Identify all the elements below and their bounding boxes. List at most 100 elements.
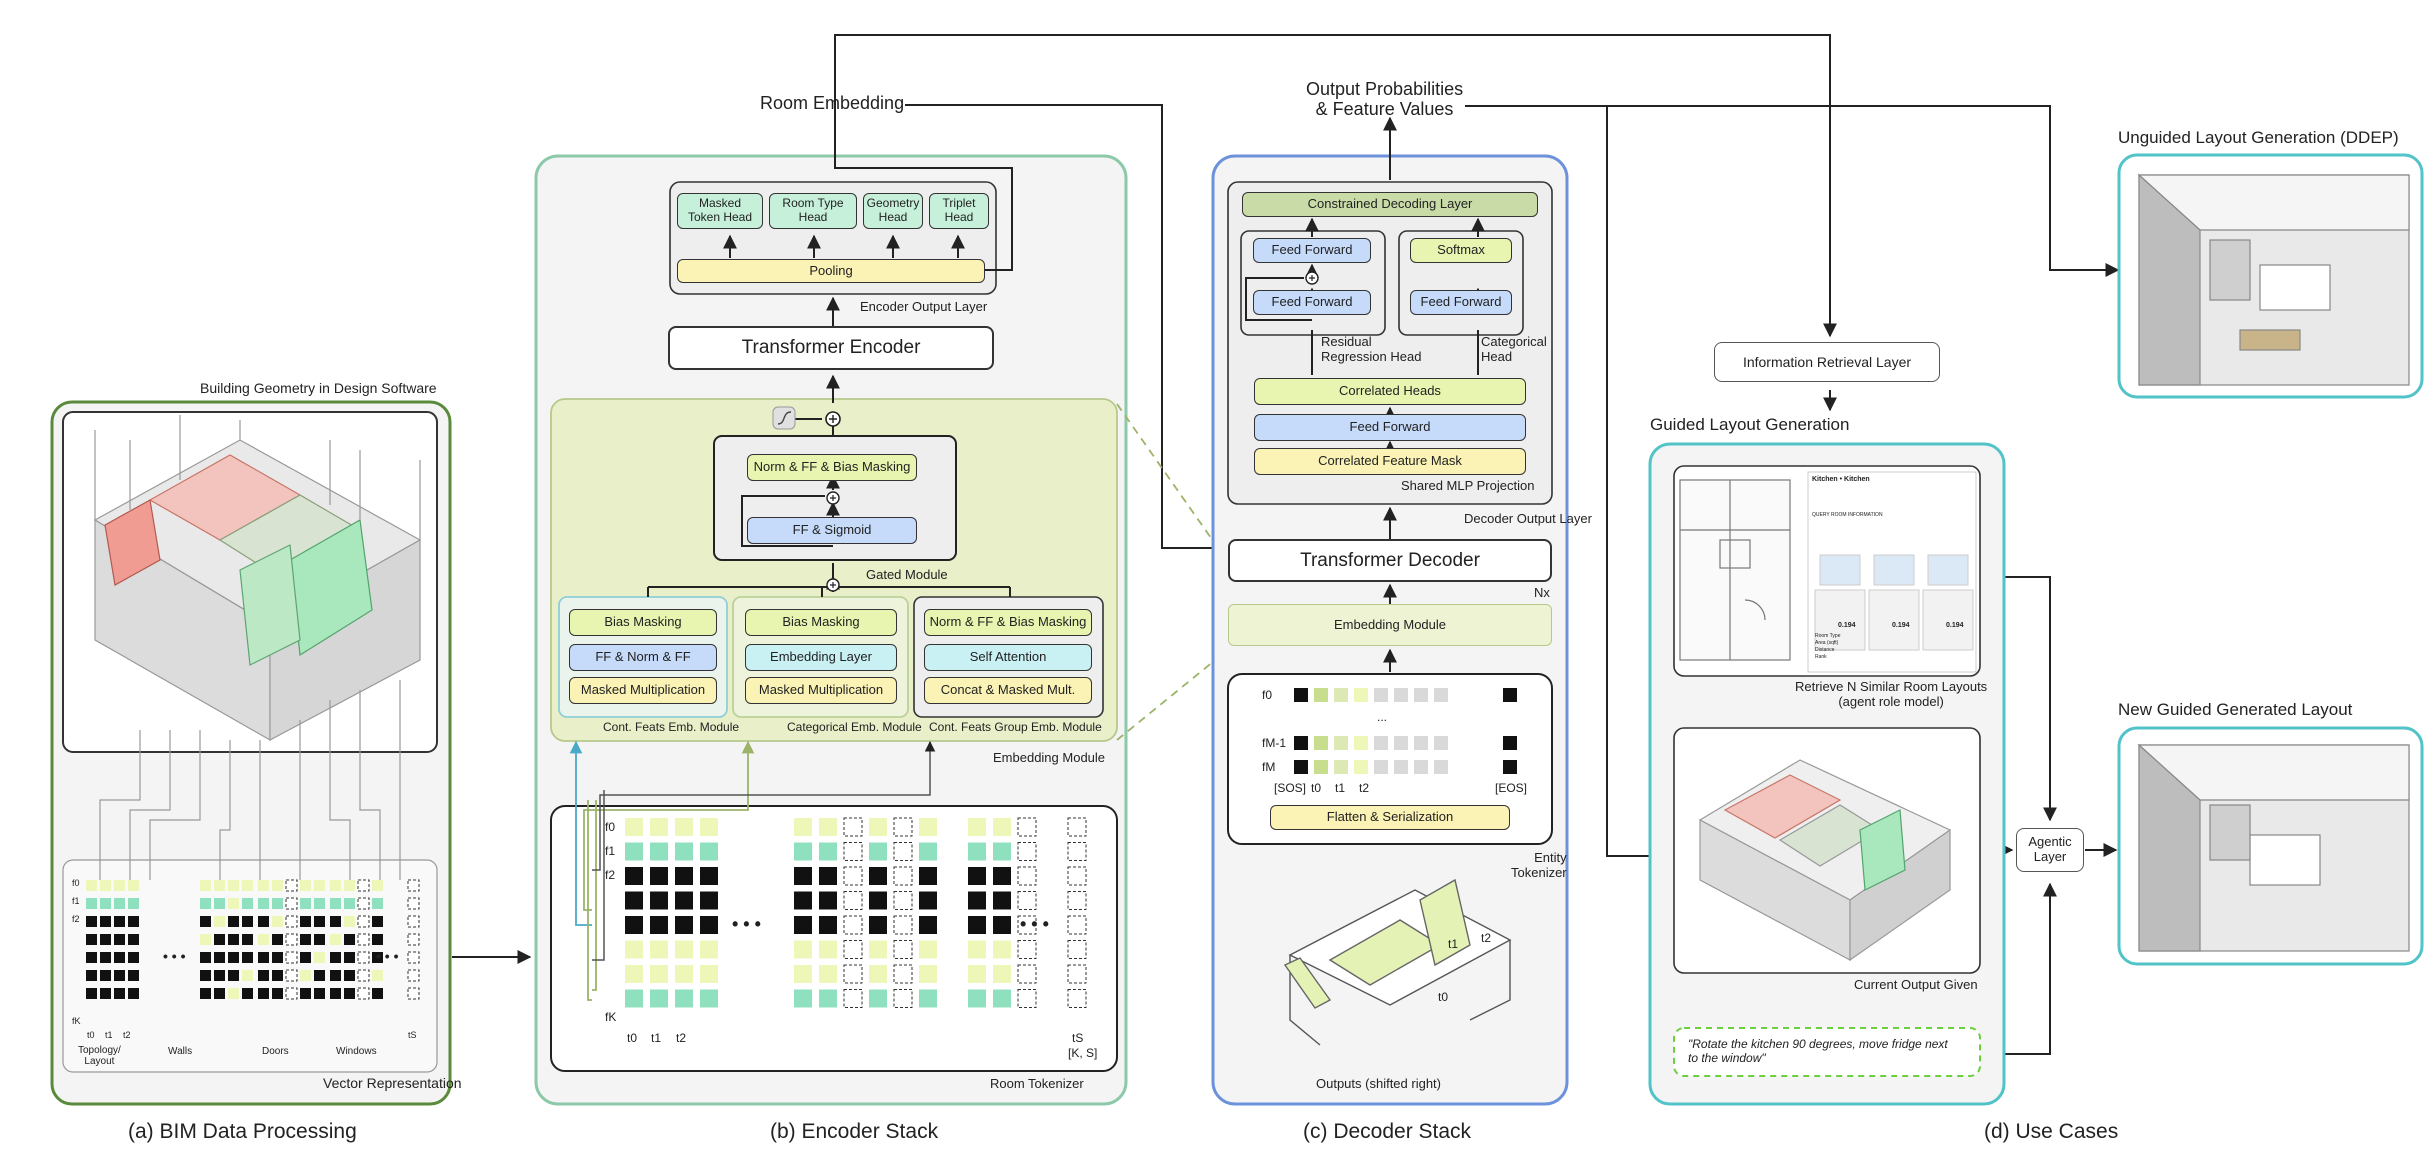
token-cell	[675, 891, 693, 910]
vector-cell	[407, 933, 420, 946]
prompt-box	[1673, 1027, 1981, 1077]
token-cell	[1067, 817, 1087, 837]
vector-cell	[228, 898, 239, 909]
token-cell	[843, 989, 863, 1008]
token-cell	[675, 867, 693, 885]
token-cell	[919, 891, 937, 910]
masked-token-head: Masked Token Head	[677, 193, 763, 229]
token-cell	[700, 965, 718, 983]
vector-cell	[100, 934, 111, 945]
token-cell	[650, 989, 668, 1008]
bim-group-topology: Topology/ Layout	[78, 1045, 121, 1067]
gated-module-label: Gated Module	[866, 567, 948, 582]
vector-cell	[200, 952, 211, 963]
vector-cell	[128, 970, 139, 981]
vector-cell	[344, 952, 355, 963]
token-cell	[1017, 817, 1037, 837]
vector-cell	[314, 970, 325, 981]
token-cell	[893, 964, 913, 984]
entity-cell	[1334, 736, 1348, 750]
form-value-3: 0.194	[1946, 622, 1964, 629]
token-cell	[993, 916, 1011, 934]
token-cell	[675, 940, 693, 959]
token-cell	[843, 866, 863, 886]
vector-cell	[258, 952, 269, 963]
categorical-ff: Feed Forward	[1410, 290, 1512, 315]
entity-cell	[1354, 760, 1368, 774]
token-cell	[675, 842, 693, 861]
token-cell	[675, 916, 693, 934]
token-cell	[993, 867, 1011, 885]
vector-cell	[300, 970, 311, 981]
vector-cell	[86, 988, 97, 999]
token-cell	[993, 891, 1011, 910]
current-output-label: Current Output Given	[1854, 977, 1978, 992]
entity-cell	[1374, 688, 1388, 702]
output-probabilities-label: Output Probabilities & Feature Values	[1306, 79, 1464, 119]
tok-row-f2: f2	[605, 868, 616, 882]
token-cell	[893, 817, 913, 837]
vector-cell	[86, 970, 97, 981]
bim-connector-lines	[99, 680, 401, 880]
geometry-head: Geometry Head	[863, 193, 923, 229]
vector-representation-box	[62, 859, 438, 1073]
token-cell	[919, 989, 937, 1008]
bim-group-walls: Walls	[168, 1046, 193, 1057]
form-value-1: 0.194	[1838, 622, 1856, 629]
tok-dots-2: • • •	[1020, 914, 1049, 934]
vector-cell	[272, 952, 283, 963]
tok-col-t0: t0	[627, 1031, 638, 1045]
vector-cell	[272, 970, 283, 981]
vector-cell	[344, 970, 355, 981]
vector-cell	[314, 916, 325, 927]
vector-cell	[214, 952, 225, 963]
token-cell	[919, 940, 937, 959]
vector-cell	[200, 898, 211, 909]
entity-cell	[1503, 688, 1517, 702]
vector-cell	[242, 880, 253, 891]
entity-tokenizer-label: Entity Tokenizer	[1511, 850, 1567, 880]
residual-ff-bottom: Feed Forward	[1253, 290, 1371, 315]
shared-mlp-label: Shared MLP Projection	[1401, 478, 1535, 493]
token-cell	[625, 891, 643, 910]
vector-representation-label: Vector Representation	[323, 1075, 462, 1091]
ent-row-fm1: fM-1	[1262, 736, 1286, 750]
current-output-sketch	[1698, 759, 1952, 962]
token-cell	[968, 916, 986, 934]
token-cell	[675, 818, 693, 836]
token-cell	[869, 916, 887, 934]
entity-cell	[1414, 688, 1428, 702]
vector-cell	[128, 880, 139, 891]
bim-title: Building Geometry in Design Software	[200, 380, 437, 396]
vector-cell	[200, 988, 211, 999]
token-cell	[1017, 915, 1037, 935]
vector-cell	[272, 916, 283, 927]
vector-cell	[314, 988, 325, 999]
transformer-encoder: Transformer Encoder	[668, 326, 994, 370]
vector-cell	[272, 988, 283, 999]
vector-cell	[114, 880, 125, 891]
vector-cell	[258, 898, 269, 909]
categorical-label: Categorical Emb. Module	[787, 720, 922, 734]
prompt-text: "Rotate the kitchen 90 degrees, move fri…	[1688, 1037, 1948, 1066]
vector-cell	[357, 969, 370, 982]
decoder-feed-forward: Feed Forward	[1254, 414, 1526, 441]
entity-cell	[1414, 736, 1428, 750]
agentic-layer: Agentic Layer	[2016, 828, 2084, 872]
vector-cell	[214, 898, 225, 909]
token-cell	[968, 989, 986, 1008]
tok-row-f0: f0	[605, 820, 616, 834]
token-cell	[1017, 964, 1037, 984]
vector-cell	[330, 898, 341, 909]
bim-dots-2: • • •	[376, 948, 399, 964]
new-guided-title: New Guided Generated Layout	[2118, 700, 2353, 719]
vector-cell	[228, 934, 239, 945]
vector-cell	[372, 916, 383, 927]
token-cell	[869, 842, 887, 861]
ent-col-t0: t0	[1311, 781, 1322, 795]
vector-cell	[357, 915, 370, 928]
entity-cell	[1334, 688, 1348, 702]
token-cell	[869, 867, 887, 885]
token-cell	[794, 891, 812, 910]
